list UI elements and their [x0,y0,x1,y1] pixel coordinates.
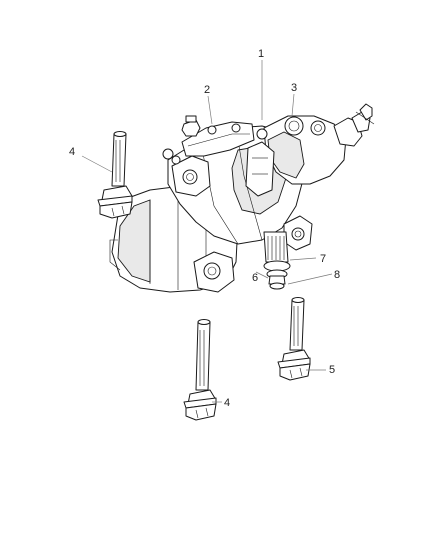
callout-6: 6 [252,272,258,284]
callout-3: 3 [291,82,297,94]
callout-8: 8 [334,269,340,281]
bolt-4-upper [97,131,133,219]
callout-5: 5 [329,364,335,376]
callout-7: 7 [320,253,326,265]
steering-gear-assembly [109,103,375,293]
bolt-4-lower [183,319,217,421]
leader-lines [81,60,333,403]
callout-2: 2 [204,84,210,96]
callout-4-lower: 4 [224,397,230,409]
callout-1: 1 [258,48,264,60]
bolt-5 [277,297,311,381]
callout-4-upper: 4 [69,146,75,158]
